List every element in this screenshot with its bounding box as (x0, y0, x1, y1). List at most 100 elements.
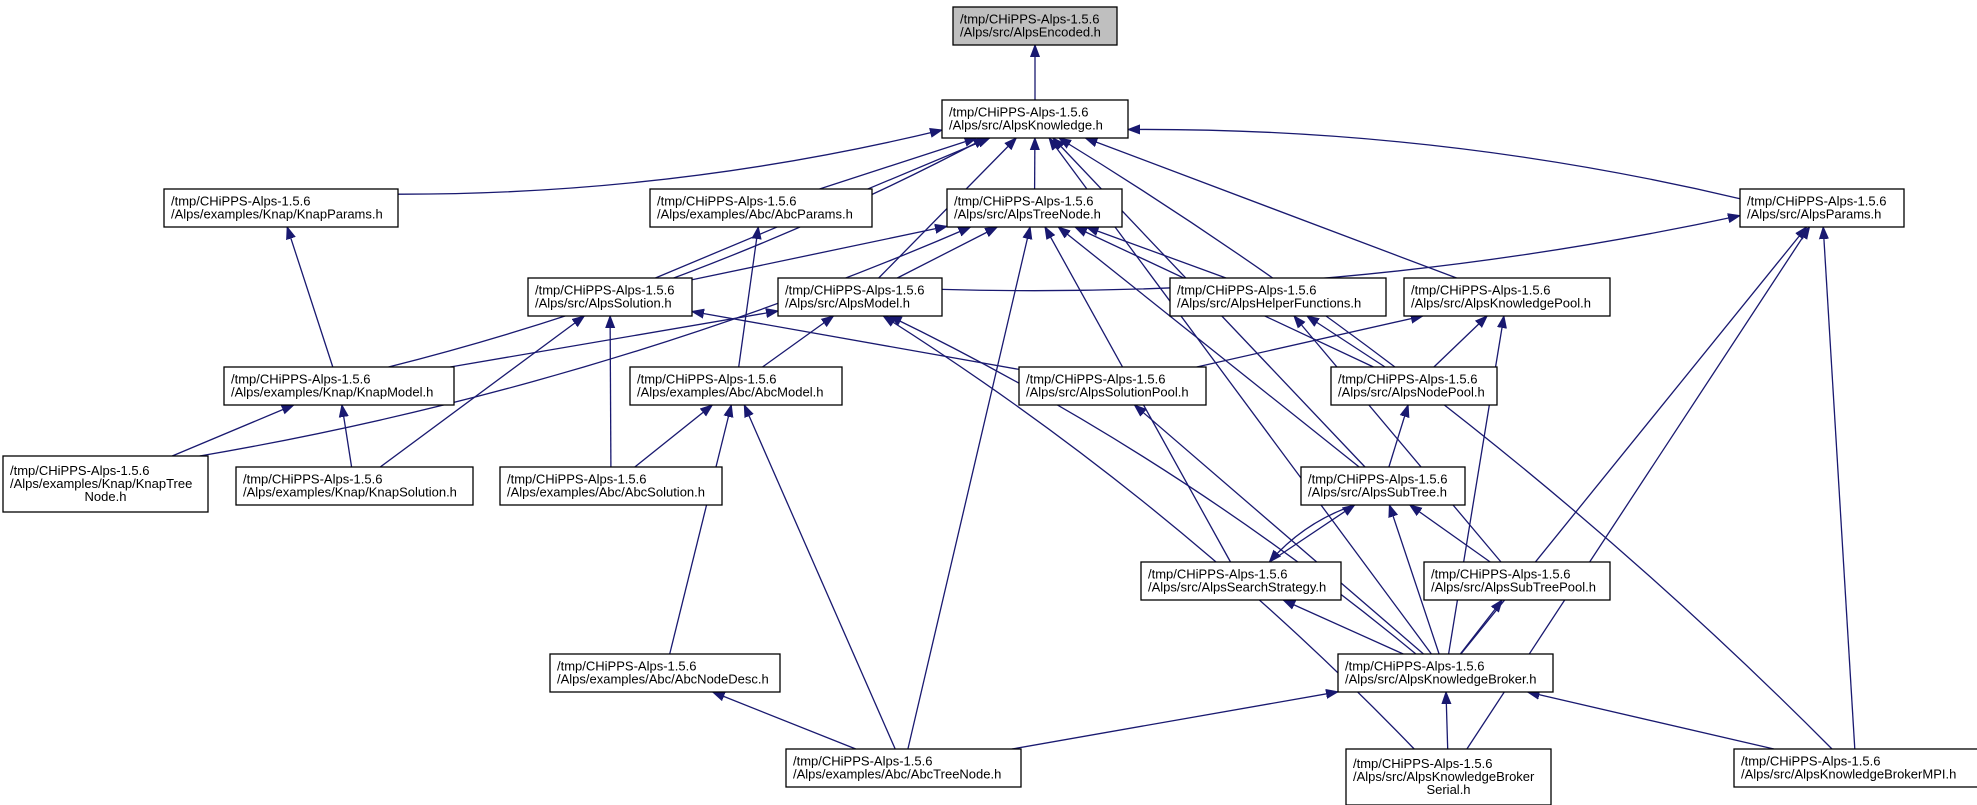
edge-solution-to-treenode (691, 226, 947, 281)
node-subtree[interactable]: /tmp/CHiPPS-Alps-1.5.6/Alps/src/AlpsSubT… (1300, 466, 1466, 506)
node-box (163, 188, 399, 228)
edge-subtree-to-nodepool (1388, 405, 1408, 468)
edge-params-to-knowledge (1128, 129, 1741, 200)
node-abctreenode[interactable]: /tmp/CHiPPS-Alps-1.5.6/Alps/examples/Abc… (785, 748, 1022, 788)
node-label-line: /Alps/src/AlpsKnowledgeBrokerMPI.h (1741, 767, 1956, 782)
node-box (946, 188, 1123, 228)
node-abcmodel[interactable]: /tmp/CHiPPS-Alps-1.5.6/Alps/examples/Abc… (629, 366, 843, 406)
node-knapparams[interactable]: /tmp/CHiPPS-Alps-1.5.6/Alps/examples/Kna… (163, 188, 399, 228)
edge-abctreenode-to-abcnodedesc (713, 691, 857, 750)
node-label-line: /tmp/CHiPPS-Alps-1.5.6 (1338, 372, 1477, 387)
node-searchstrategy[interactable]: /tmp/CHiPPS-Alps-1.5.6/Alps/src/AlpsSear… (1140, 561, 1342, 601)
node-label-line: /Alps/src/AlpsKnowledgePool.h (1411, 296, 1591, 311)
node-label-line: /tmp/CHiPPS-Alps-1.5.6 (637, 372, 776, 387)
node-abcsolution[interactable]: /tmp/CHiPPS-Alps-1.5.6/Alps/examples/Abc… (499, 466, 723, 506)
edge-broker-to-solpool (1135, 405, 1424, 655)
node-subtreepool[interactable]: /tmp/CHiPPS-Alps-1.5.6/Alps/src/AlpsSubT… (1423, 561, 1611, 601)
edge-abcmodel-to-model (762, 316, 834, 368)
node-box (527, 277, 693, 317)
node-label-line: /Alps/examples/Knap/KnapModel.h (231, 385, 433, 400)
graph-nodes: /tmp/CHiPPS-Alps-1.5.6/Alps/src/AlpsEnco… (2, 6, 1977, 805)
node-label-line: /Alps/examples/Abc/AbcParams.h (657, 207, 853, 222)
edge-model-to-params (941, 216, 1740, 292)
node-label-line: /tmp/CHiPPS-Alps-1.5.6 (1345, 659, 1484, 674)
edge-subtree-to-treenode (1058, 227, 1360, 468)
edge-helper-to-treenode (1087, 227, 1227, 279)
node-label-line: /Alps/src/AlpsKnowledgeBroker.h (1345, 672, 1536, 687)
edge-broker-to-subtreepool (1459, 600, 1502, 655)
edge-brokermpi-to-knowledge (1059, 138, 1833, 750)
edge-knapmodel-to-model (450, 311, 778, 368)
node-label-line: /Alps/src/AlpsSubTreePool.h (1431, 580, 1596, 595)
node-label-line: /Alps/examples/Knap/KnapParams.h (171, 207, 383, 222)
edge-knaptreenode-to-treenode (199, 226, 971, 457)
node-brokermpi[interactable]: /tmp/CHiPPS-Alps-1.5.6/Alps/src/AlpsKnow… (1733, 748, 1977, 788)
node-label-line: /Alps/src/AlpsSolutionPool.h (1026, 385, 1189, 400)
node-abcparams[interactable]: /tmp/CHiPPS-Alps-1.5.6/Alps/examples/Abc… (649, 188, 873, 228)
node-label-line: /Alps/src/AlpsKnowledgeBroker (1353, 769, 1535, 784)
node-box (941, 99, 1129, 139)
node-brokerserial[interactable]: /tmp/CHiPPS-Alps-1.5.6/Alps/src/AlpsKnow… (1345, 748, 1552, 805)
node-label-line: Serial.h (1426, 782, 1470, 797)
node-label-line: /tmp/CHiPPS-Alps-1.5.6 (1148, 567, 1287, 582)
node-knowledge[interactable]: /tmp/CHiPPS-Alps-1.5.6/Alps/src/AlpsKnow… (941, 99, 1129, 139)
node-params[interactable]: /tmp/CHiPPS-Alps-1.5.6/Alps/src/AlpsPara… (1739, 188, 1905, 228)
node-label-line: /tmp/CHiPPS-Alps-1.5.6 (954, 194, 1093, 209)
node-model[interactable]: /tmp/CHiPPS-Alps-1.5.6/Alps/src/AlpsMode… (777, 277, 943, 317)
node-label-line: /Alps/src/AlpsParams.h (1747, 207, 1881, 222)
node-box (1403, 277, 1611, 317)
edge-broker-to-model (890, 316, 1417, 655)
node-label-line: /tmp/CHiPPS-Alps-1.5.6 (535, 283, 674, 298)
node-knaptreenode[interactable]: /tmp/CHiPPS-Alps-1.5.6/Alps/examples/Kna… (2, 455, 209, 513)
edge-solpool-to-kpool (1196, 316, 1423, 368)
edge-abctreenode-to-broker (1011, 692, 1338, 750)
node-label-line: /Alps/examples/Abc/AbcSolution.h (507, 485, 705, 500)
node-box (1337, 653, 1554, 693)
node-label-line: /tmp/CHiPPS-Alps-1.5.6 (1308, 472, 1447, 487)
node-nodepool[interactable]: /tmp/CHiPPS-Alps-1.5.6/Alps/src/AlpsNode… (1330, 366, 1498, 406)
node-label-line: /Alps/src/AlpsSolution.h (535, 296, 672, 311)
edge-broker-to-searchstrategy (1283, 599, 1404, 655)
edge-brokerserial-to-broker (1446, 692, 1448, 750)
node-label-line: /Alps/src/AlpsEncoded.h (960, 25, 1101, 40)
edge-subtree-to-searchstrategy (1269, 504, 1355, 562)
node-label-line: /tmp/CHiPPS-Alps-1.5.6 (1747, 194, 1886, 209)
node-kpool[interactable]: /tmp/CHiPPS-Alps-1.5.6/Alps/src/AlpsKnow… (1403, 277, 1611, 317)
edge-knaptreenode-to-knapmodel (171, 404, 294, 457)
node-label-line: /Alps/examples/Abc/AbcNodeDesc.h (557, 672, 769, 687)
node-box (649, 188, 873, 228)
node-label-line: /Alps/src/AlpsKnowledge.h (949, 118, 1103, 133)
node-label-line: /tmp/CHiPPS-Alps-1.5.6 (1741, 754, 1880, 769)
edge-abctreenode-to-treenode (907, 227, 1030, 750)
node-label-line: /Alps/src/AlpsModel.h (785, 296, 910, 311)
node-label-line: /tmp/CHiPPS-Alps-1.5.6 (171, 194, 310, 209)
node-box (1300, 466, 1466, 506)
node-broker[interactable]: /tmp/CHiPPS-Alps-1.5.6/Alps/src/AlpsKnow… (1337, 653, 1554, 693)
node-solpool[interactable]: /tmp/CHiPPS-Alps-1.5.6/Alps/src/AlpsSolu… (1018, 366, 1207, 406)
node-box (1739, 188, 1905, 228)
edge-knapmodel-to-knowledge (388, 138, 986, 368)
node-label-line: /tmp/CHiPPS-Alps-1.5.6 (557, 659, 696, 674)
node-label-line: /Alps/src/AlpsSubTree.h (1308, 485, 1447, 500)
edge-broker-to-kpool (1447, 316, 1504, 655)
node-encoded[interactable]: /tmp/CHiPPS-Alps-1.5.6/Alps/src/AlpsEnco… (952, 6, 1118, 46)
node-knapsolution[interactable]: /tmp/CHiPPS-Alps-1.5.6/Alps/examples/Kna… (235, 466, 474, 506)
node-helper[interactable]: /tmp/CHiPPS-Alps-1.5.6/Alps/src/AlpsHelp… (1169, 277, 1387, 317)
node-label-line: /Alps/src/AlpsTreeNode.h (954, 207, 1101, 222)
node-label-line: /tmp/CHiPPS-Alps-1.5.6 (1177, 283, 1316, 298)
node-abcnodedesc[interactable]: /tmp/CHiPPS-Alps-1.5.6/Alps/examples/Abc… (549, 653, 781, 693)
node-knapmodel[interactable]: /tmp/CHiPPS-Alps-1.5.6/Alps/examples/Kna… (223, 366, 455, 406)
node-solution[interactable]: /tmp/CHiPPS-Alps-1.5.6/Alps/src/AlpsSolu… (527, 277, 693, 317)
node-label-line: Node.h (85, 489, 127, 504)
node-treenode[interactable]: /tmp/CHiPPS-Alps-1.5.6/Alps/src/AlpsTree… (946, 188, 1123, 228)
edge-abcmodel-to-abcparams (738, 227, 759, 368)
node-box (1169, 277, 1387, 317)
node-box (235, 466, 474, 506)
graph-edges (171, 45, 1856, 750)
edge-abcsolution-to-solution (610, 316, 611, 468)
edge-nodepool-to-helper (1307, 316, 1386, 368)
edge-brokermpi-to-params (1823, 227, 1856, 750)
node-label-line: /Alps/examples/Knap/KnapTree (10, 476, 192, 491)
node-label-line: /tmp/CHiPPS-Alps-1.5.6 (1431, 567, 1570, 582)
